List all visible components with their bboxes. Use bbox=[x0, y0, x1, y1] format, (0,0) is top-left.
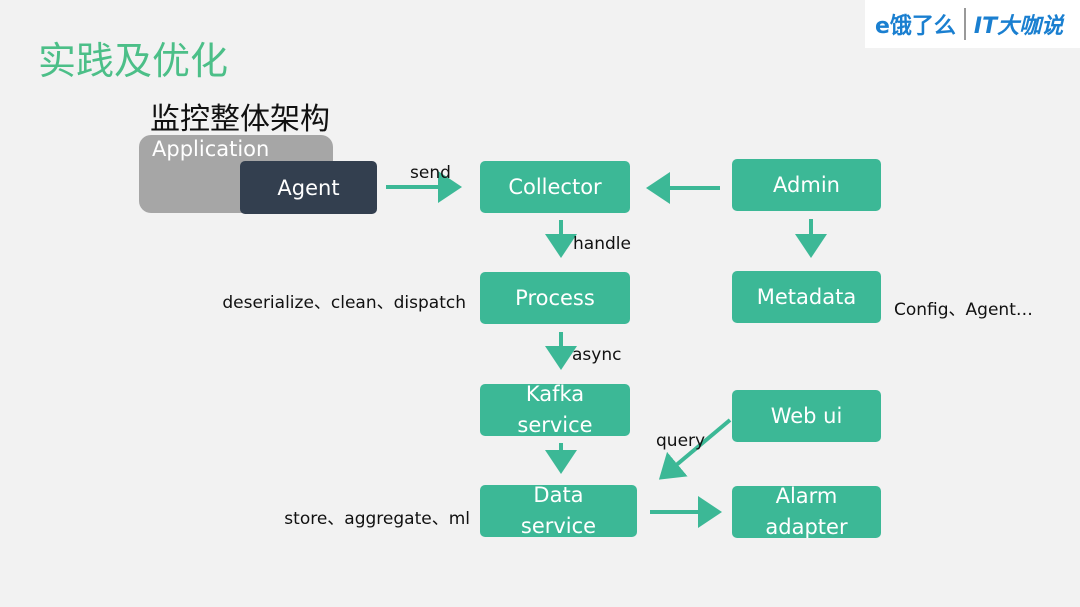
slide-title: 实践及优化 bbox=[38, 39, 229, 83]
data-service-node: Data service bbox=[480, 485, 637, 537]
eleme-logo: e饿了么 bbox=[865, 8, 966, 40]
application-label: Application bbox=[152, 137, 270, 161]
edge-label-async: async bbox=[572, 345, 622, 365]
agent-node: Agent bbox=[240, 161, 377, 214]
kafka-service-node: Kafka service bbox=[480, 384, 630, 436]
logo: e饿了么 IT大咖说 bbox=[865, 0, 1080, 48]
data-note: store、aggregate、ml bbox=[284, 509, 470, 529]
edge-label-handle: handle bbox=[573, 234, 631, 254]
arrow-webui-data bbox=[658, 418, 732, 480]
webui-node: Web ui bbox=[732, 390, 881, 442]
process-note: deserialize、clean、dispatch bbox=[222, 293, 466, 313]
slide-subtitle: 监控整体架构 bbox=[150, 102, 330, 137]
admin-node: Admin bbox=[732, 159, 881, 211]
collector-node: Collector bbox=[480, 161, 630, 213]
itdakashuo-logo: IT大咖说 bbox=[973, 14, 1064, 39]
process-node: Process bbox=[480, 272, 630, 324]
edge-label-send: send bbox=[410, 163, 451, 183]
edge-label-query: query bbox=[656, 431, 706, 451]
metadata-node: Metadata bbox=[732, 271, 881, 323]
alarm-adapter-node: Alarm adapter bbox=[732, 486, 881, 538]
metadata-note: Config、Agent… bbox=[894, 300, 1033, 320]
